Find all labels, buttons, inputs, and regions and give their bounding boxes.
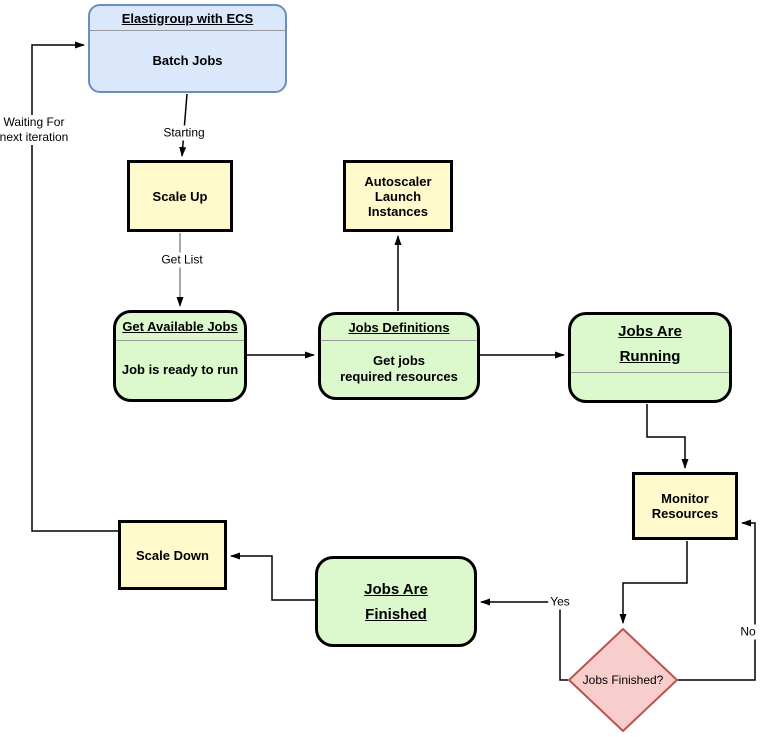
node-autoscaler-launch-instances: Autoscaler Launch Instances bbox=[343, 160, 453, 232]
node-jobs-are-running: Jobs Are Running bbox=[568, 312, 732, 403]
edge-monitor-to-decision bbox=[619, 541, 688, 624]
node-jobs-definitions: Jobs Definitions Get jobs required resou… bbox=[318, 312, 480, 400]
diamond-shape bbox=[567, 627, 679, 733]
edge-waiting-loop bbox=[31, 41, 118, 532]
elastigroup-body: Batch Jobs bbox=[152, 53, 223, 68]
node-monitor-resources: Monitor Resources bbox=[632, 472, 738, 540]
autoscaler-label: Autoscaler Launch Instances bbox=[364, 173, 432, 219]
elastigroup-title: Elastigroup with ECS bbox=[90, 6, 285, 31]
label-get-list: Get List bbox=[159, 252, 205, 268]
node-jobs-finished-decision: Jobs Finished? bbox=[567, 627, 679, 733]
label-yes: Yes bbox=[548, 594, 572, 610]
get-available-jobs-body: Job is ready to run bbox=[121, 362, 239, 377]
edge-starting bbox=[179, 93, 188, 157]
node-elastigroup-batch-jobs: Elastigroup with ECS Batch Jobs bbox=[88, 4, 287, 93]
jobs-definitions-body: Get jobs required resources bbox=[340, 353, 458, 384]
jobs-are-running-title: Jobs Are Running bbox=[571, 315, 729, 373]
jobs-finished-label: Jobs Finished? bbox=[582, 673, 664, 687]
scale-up-label: Scale Up bbox=[152, 188, 208, 204]
node-scale-up: Scale Up bbox=[127, 160, 233, 232]
node-get-available-jobs: Get Available Jobs Job is ready to run bbox=[113, 310, 247, 402]
jobs-are-finished-title: Jobs Are Finished bbox=[364, 580, 428, 623]
edge-finished-to-scaledown bbox=[230, 552, 315, 601]
label-no: No bbox=[738, 624, 758, 640]
scale-down-label: Scale Down bbox=[136, 547, 209, 563]
label-starting: Starting bbox=[161, 125, 207, 141]
node-scale-down: Scale Down bbox=[118, 520, 227, 590]
get-available-jobs-title: Get Available Jobs bbox=[116, 313, 244, 341]
jobs-definitions-title: Jobs Definitions bbox=[321, 315, 477, 341]
edge-yes bbox=[480, 598, 568, 681]
node-jobs-are-finished: Jobs Are Finished bbox=[315, 556, 477, 647]
edge-no bbox=[678, 519, 756, 681]
monitor-resources-label: Monitor Resources bbox=[651, 491, 719, 521]
label-waiting-for-next-iteration: Waiting For next iteration bbox=[0, 115, 71, 145]
edge-running-to-monitor bbox=[646, 404, 689, 469]
diamond-shape-svg bbox=[567, 627, 679, 733]
jobs-are-running-body bbox=[571, 373, 729, 400]
